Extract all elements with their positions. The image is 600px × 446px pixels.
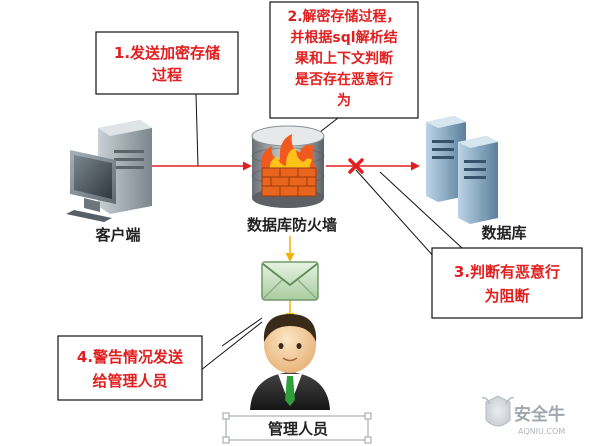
callout-step-2-line: 果和上下文判断 <box>294 50 393 67</box>
callout-3-pointer-2 <box>355 169 445 269</box>
callout-step-1: 1.发送加密存储 过程 <box>95 31 239 95</box>
selection-handle <box>222 436 230 444</box>
arrow-firewall-to-database <box>326 161 420 171</box>
callout-step-3-line: 3.判断有恶意行 <box>454 263 560 281</box>
bull-shield-logo-icon <box>485 395 511 427</box>
callout-step-2-line: 并根据sql解析结 <box>290 29 397 46</box>
arrow-firewall-to-mail <box>285 236 295 262</box>
callout-step-2: 2.解密存储过程， 并根据sql解析结 果和上下文判断 是否存在恶意行 为 <box>269 1 419 119</box>
callout-step-4-line: 4.警告情况发送 <box>77 348 184 366</box>
database-label: 数据库 <box>481 224 526 242</box>
callout-4-pointer <box>195 321 263 375</box>
callout-step-4: 4.警告情况发送 给管理人员 <box>57 335 203 401</box>
client-label: 客户端 <box>94 226 140 244</box>
client-computer-icon <box>66 120 152 222</box>
watermark-domain: AQNIU.COM <box>518 427 565 436</box>
block-x-icon <box>348 158 364 174</box>
arrow-client-to-firewall <box>140 161 252 171</box>
callout-step-1-line: 过程 <box>152 66 182 84</box>
callout-3-pointer <box>379 171 463 249</box>
database-firewall-icon <box>251 125 325 208</box>
callout-step-2-line: 2.解密存储过程， <box>287 8 400 25</box>
database-server-icon <box>426 116 498 224</box>
admin-label: 管理人员 <box>268 420 328 438</box>
callout-step-2-line: 是否存在恶意行 <box>295 71 393 88</box>
callout-4-pointer-2 <box>221 317 263 347</box>
mail-envelope-icon <box>261 261 319 301</box>
selection-handle <box>364 412 372 420</box>
callout-step-4-line: 给管理人员 <box>92 372 167 390</box>
callout-1-pointer <box>195 93 199 167</box>
selection-handle <box>222 412 230 420</box>
admin-label-selection-box <box>225 415 369 441</box>
firewall-label: 数据库防火墙 <box>247 216 337 234</box>
administrator-avatar-icon <box>250 314 330 410</box>
callout-step-2-line: 为 <box>337 92 351 109</box>
watermark: 安全牛 AQNIU.COM <box>481 395 565 436</box>
watermark-name: 安全牛 <box>514 404 565 425</box>
callout-step-3: 3.判断有恶意行 为阻断 <box>431 247 583 319</box>
selection-handle <box>364 436 372 444</box>
callout-step-1-line: 1.发送加密存储 <box>114 44 220 62</box>
callout-step-3-line: 为阻断 <box>484 287 529 305</box>
